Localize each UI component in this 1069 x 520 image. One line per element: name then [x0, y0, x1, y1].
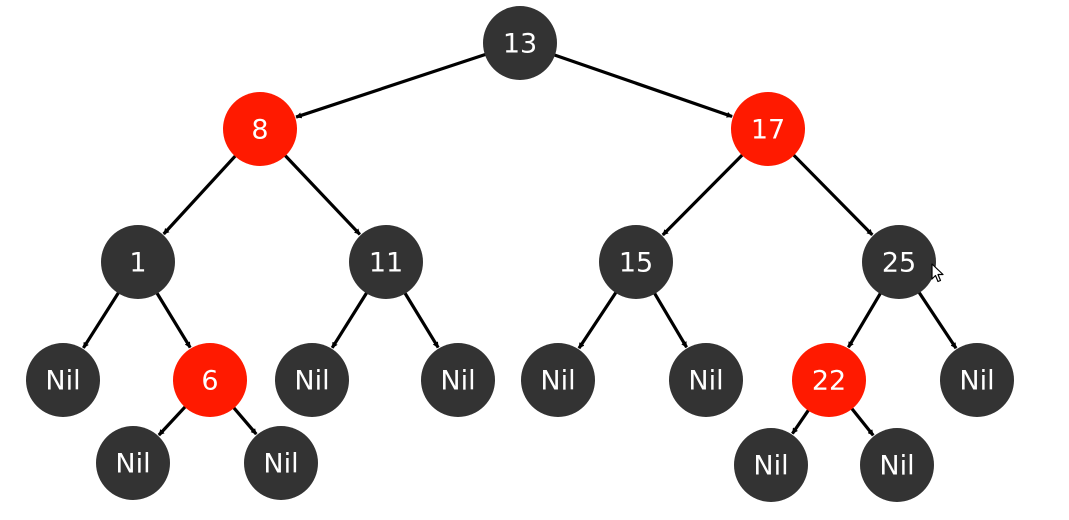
tree-node-n6: 6 [173, 343, 247, 417]
tree-node-n1: 1 [101, 225, 175, 299]
tree-node-nil6: Nil [940, 343, 1014, 417]
edge-n15-nil5 [652, 291, 688, 349]
edge-n25-n22 [847, 291, 883, 349]
node-label: 22 [812, 366, 846, 397]
node-circle-black [521, 343, 595, 417]
mouse-pointer-icon [931, 263, 944, 283]
node-circle-red [223, 92, 297, 166]
node-label: 8 [251, 115, 268, 146]
tree-node-nil5: Nil [669, 343, 743, 417]
tree-node-n25: 25 [862, 225, 936, 299]
node-circle-black [26, 343, 100, 417]
node-label: 25 [882, 248, 916, 279]
node-circle-black [275, 343, 349, 417]
edge-n25-nil6 [916, 290, 958, 350]
node-label: Nil [440, 366, 475, 397]
node-circle-red [173, 343, 247, 417]
tree-node-nil9: Nil [734, 428, 808, 502]
node-circle-black [862, 225, 936, 299]
edge-n11-nil2 [330, 290, 369, 349]
edge-n22-nil10 [849, 406, 875, 437]
node-circle-black [599, 225, 673, 299]
edge-n17-n15 [661, 152, 745, 237]
tree-node-nil8: Nil [244, 426, 318, 500]
edge-n6-nil7 [157, 404, 188, 437]
edge-n13-n17 [552, 52, 733, 119]
node-label: 6 [201, 366, 218, 397]
node-label: 15 [619, 248, 653, 279]
node-label: Nil [263, 449, 298, 480]
node-circle-black [860, 428, 934, 502]
node-circle-black [669, 343, 743, 417]
edge-n15-nil4 [577, 290, 619, 350]
node-label: Nil [540, 366, 575, 397]
node-circle-red [731, 92, 805, 166]
node-circle-black [244, 426, 318, 500]
tree-node-n11: 11 [349, 225, 423, 299]
tree-node-n17: 17 [731, 92, 805, 166]
node-circle-black [96, 426, 170, 500]
tree-node-n15: 15 [599, 225, 673, 299]
node-label: Nil [115, 449, 150, 480]
edge-n1-n6 [154, 291, 192, 349]
edge-n8-n11 [282, 153, 362, 236]
node-label: Nil [959, 366, 994, 397]
tree-node-n8: 8 [223, 92, 297, 166]
tree-node-nil1: Nil [26, 343, 100, 417]
node-circle-red [792, 343, 866, 417]
node-circle-black [940, 343, 1014, 417]
edge-n6-nil8 [231, 405, 258, 436]
edge-n17-n25 [791, 152, 874, 237]
tree-node-nil7: Nil [96, 426, 170, 500]
tree-node-nil10: Nil [860, 428, 934, 502]
node-circle-black [421, 343, 495, 417]
tree-node-nil3: Nil [421, 343, 495, 417]
node-label: Nil [294, 366, 329, 397]
node-label: 13 [503, 29, 537, 60]
node-label: 17 [751, 115, 785, 146]
tree-node-n13: 13 [483, 6, 557, 80]
node-label: Nil [688, 366, 723, 397]
tree-node-nil2: Nil [275, 343, 349, 417]
node-label: 11 [369, 248, 403, 279]
edge-n8-n1 [162, 153, 238, 236]
edge-n11-nil3 [402, 291, 440, 349]
tree-node-n22: 22 [792, 343, 866, 417]
node-circle-black [101, 225, 175, 299]
node-label: Nil [879, 451, 914, 482]
tree-node-nil4: Nil [521, 343, 595, 417]
edge-n1-nil1 [82, 290, 121, 349]
node-label: 1 [129, 248, 146, 279]
node-label: Nil [45, 366, 80, 397]
edge-n22-nil9 [791, 408, 811, 435]
node-circle-black [349, 225, 423, 299]
edges [82, 52, 958, 437]
node-circle-black [483, 6, 557, 80]
edge-n13-n8 [295, 52, 488, 119]
node-label: Nil [753, 451, 788, 482]
node-circle-black [734, 428, 808, 502]
